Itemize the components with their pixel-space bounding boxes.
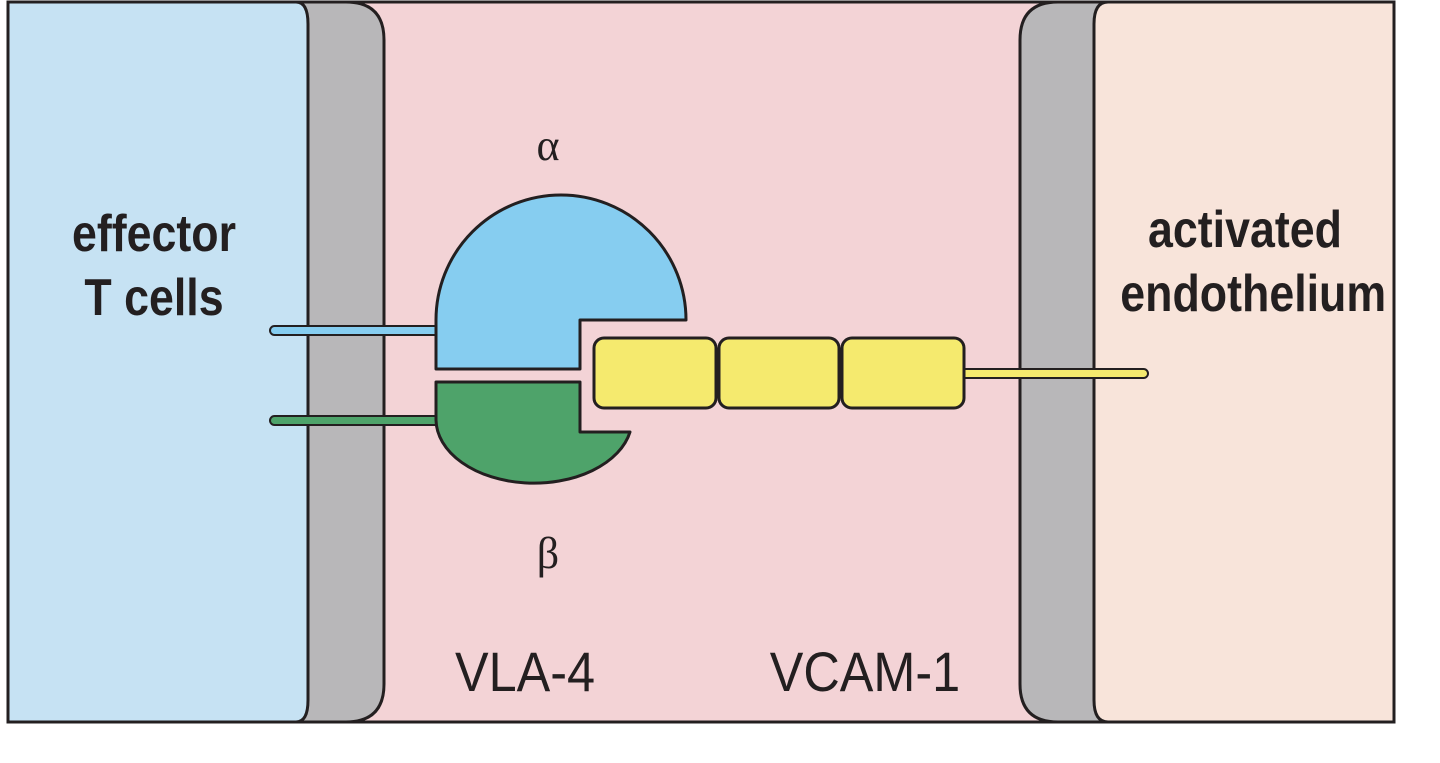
diagram-frame	[6, 0, 1396, 724]
vcam1-transmembrane-stalk	[949, 368, 1149, 379]
vcam1-domain-1	[592, 336, 718, 410]
endothelium-label-line-1: activated	[1148, 201, 1342, 259]
beta-label: β	[536, 529, 560, 578]
t-cell-label-line-1: effector	[71, 205, 237, 263]
vcam1-label: VCAM-1	[769, 640, 961, 703]
endothelium-region	[1094, 2, 1394, 722]
endothelium-label: activated endothelium	[1120, 198, 1387, 326]
beta-transmembrane-tail	[269, 415, 451, 426]
endothelium-label-line-2: endothelium	[1120, 265, 1387, 323]
beta-subunit-shape	[434, 380, 632, 485]
endothelium-membrane	[1018, 0, 1109, 724]
alpha-transmembrane-tail	[269, 325, 451, 336]
vcam1-domain-2	[717, 336, 841, 410]
vcam1-domain-3	[840, 336, 966, 410]
alpha-subunit-shape	[434, 193, 688, 371]
t-cell-membrane	[295, 0, 386, 724]
t-cell-label: effector T cells	[39, 202, 269, 330]
t-cell-region	[8, 2, 308, 722]
vla4-label: VLA-4	[454, 640, 596, 703]
t-cell-label-line-2: T cells	[84, 269, 224, 327]
alpha-label: α	[536, 121, 560, 170]
